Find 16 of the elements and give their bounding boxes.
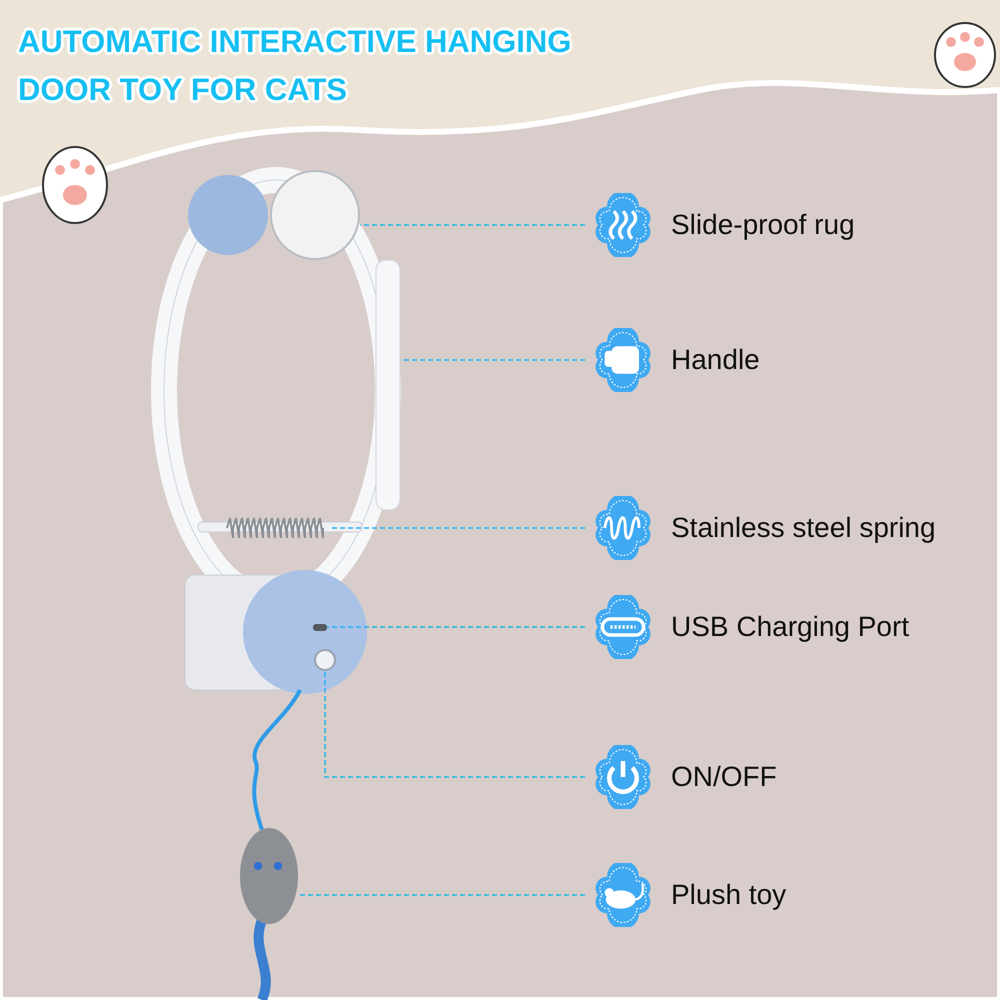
part-label: Stainless steel spring (671, 512, 936, 544)
leader-line (360, 224, 585, 226)
rug-disc (270, 170, 360, 260)
part-label: USB Charging Port (671, 611, 910, 643)
part-label: Plush toy (671, 879, 786, 911)
plush-mouse (240, 828, 298, 924)
leader-line (330, 527, 585, 529)
handle-arm (376, 260, 400, 510)
charging-port (313, 624, 327, 631)
leader-line (298, 894, 585, 896)
part-label: Handle (671, 344, 760, 376)
title: AUTOMATIC INTERACTIVE HANGING DOOR TOY FOR CATS (18, 23, 572, 109)
leader-line (324, 671, 585, 778)
part-label: Slide-proof rug (671, 209, 855, 241)
part-label: ON/OFF (671, 761, 777, 793)
leader-line (327, 626, 585, 628)
